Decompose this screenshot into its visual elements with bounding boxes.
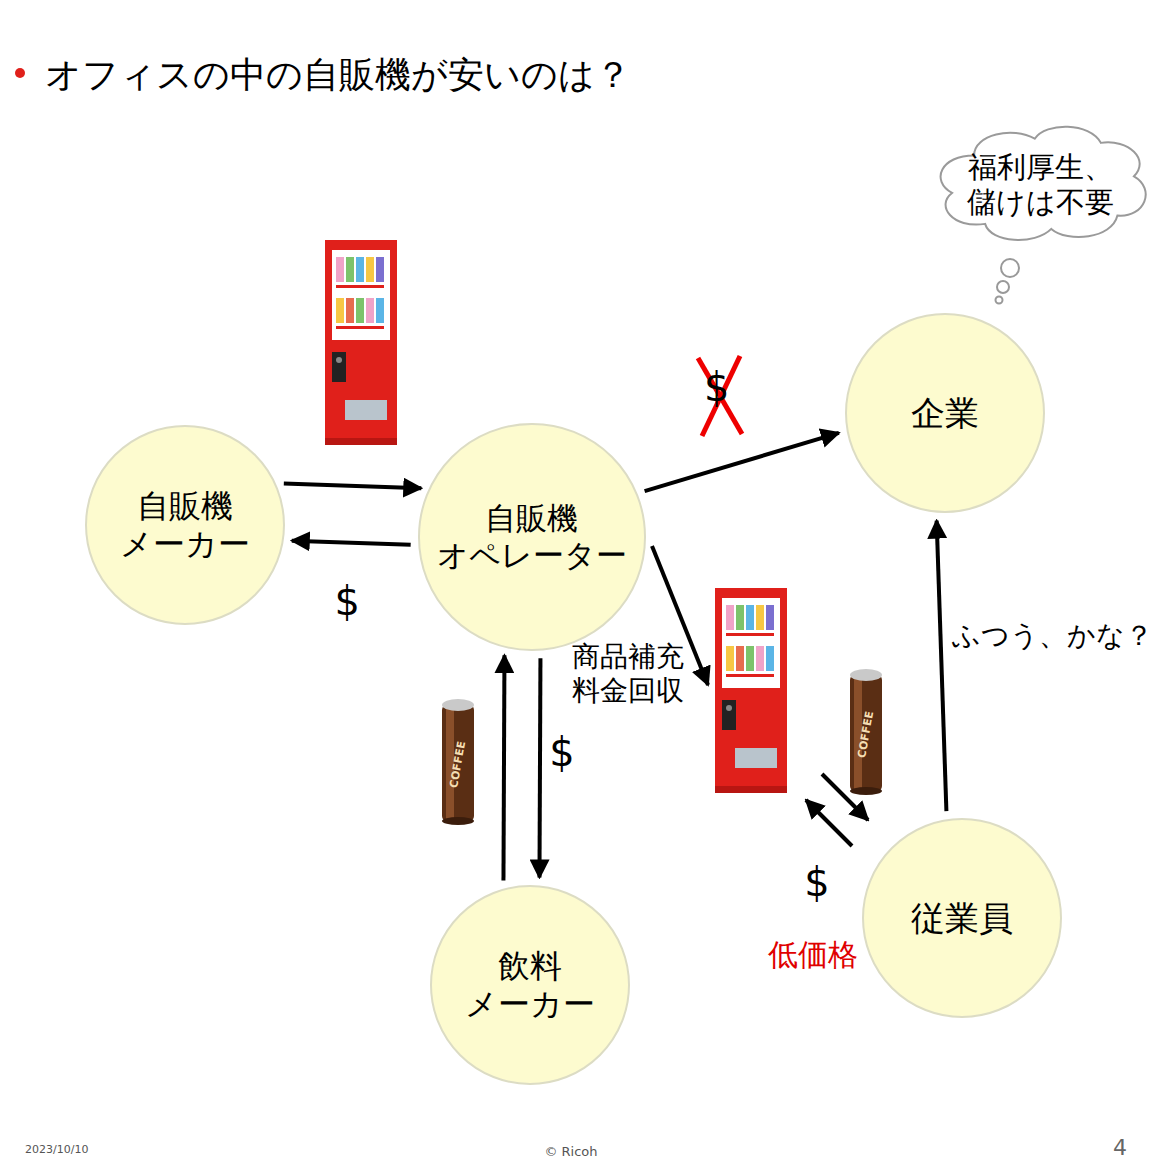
thought-bubble xyxy=(997,281,1009,293)
node-text: 自販機 メーカー xyxy=(120,487,250,564)
coffee-can xyxy=(442,699,474,825)
slide-title: オフィスの中の自販機が安いのは？ xyxy=(45,53,631,96)
edge-label: $ xyxy=(704,363,729,411)
edge-label: $ xyxy=(335,577,360,625)
cross-mark xyxy=(702,356,740,436)
thought-cloud: 福利厚生、 儲けは不要 xyxy=(930,122,1151,247)
node-text: 飲料 メーカー xyxy=(465,947,595,1024)
title-bullet xyxy=(15,68,25,78)
node-text: 従業員 xyxy=(911,898,1013,939)
page-number: 4 xyxy=(1113,1135,1127,1161)
thought-bubble xyxy=(996,297,1003,304)
thought-bubble xyxy=(1001,259,1019,277)
actor-circle: 自販機 メーカー xyxy=(85,425,285,625)
vending-machine xyxy=(325,240,397,445)
coffee-can xyxy=(850,669,882,795)
flow-arrow xyxy=(537,658,542,877)
flow-arrow xyxy=(645,433,839,491)
actor-circle: 企業 xyxy=(845,313,1045,513)
cloud-outline xyxy=(940,127,1145,240)
edge-label: $ xyxy=(549,728,574,776)
actor-circle: 従業員 xyxy=(862,818,1062,1018)
date-footer: 2023/10/10 xyxy=(25,1143,88,1156)
flow-arrow xyxy=(284,483,421,488)
node-text: 福利厚生、 儲けは不要 xyxy=(967,150,1114,220)
copyright-footer: © Ricoh xyxy=(544,1144,597,1160)
node-text: 自販機 オペレーター xyxy=(437,500,627,574)
money-symbol: $ xyxy=(804,858,829,906)
flow-arrow xyxy=(292,541,411,545)
actor-circle: 飲料 メーカー xyxy=(430,885,630,1085)
price-note: 低価格 xyxy=(768,937,858,973)
node-text: 企業 xyxy=(911,393,979,434)
vending-machine xyxy=(715,588,787,793)
process-note: 商品補充 料金回収 xyxy=(572,640,684,707)
purchase-arrow xyxy=(806,800,852,846)
product-arrow xyxy=(822,774,868,820)
flow-arrow xyxy=(937,521,947,812)
edge-label: ふつう、かな？ xyxy=(952,619,1153,653)
flow-arrow xyxy=(501,655,506,880)
actor-circle: 自販機 オペレーター xyxy=(418,423,645,650)
